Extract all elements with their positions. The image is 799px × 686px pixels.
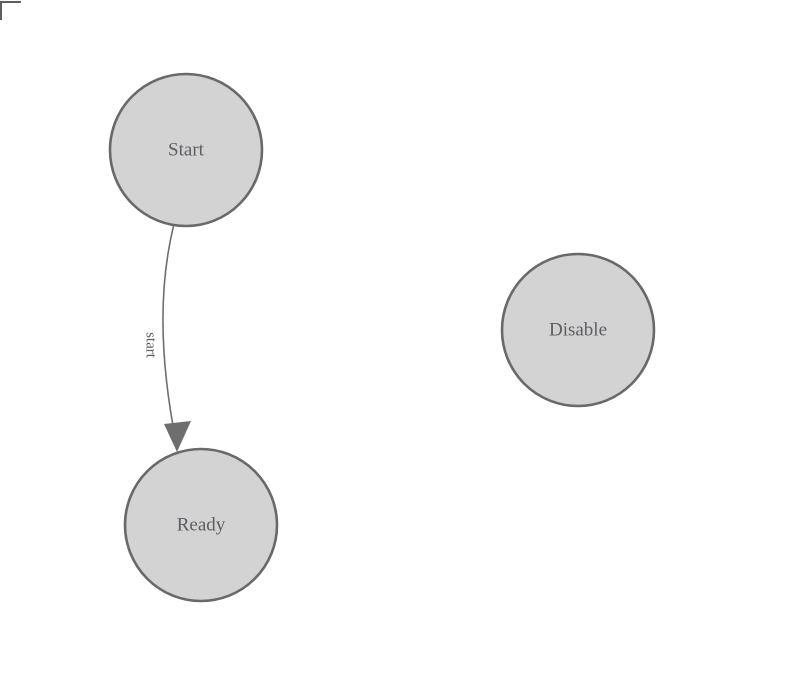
edge-start-to-ready[interactable]: start <box>143 225 191 452</box>
node-ready-label: Ready <box>177 514 226 535</box>
node-start-circle <box>108 72 264 228</box>
arrowhead-icon <box>164 421 191 452</box>
node-disable-label: Disable <box>549 319 607 340</box>
node-ready-circle <box>123 447 279 603</box>
node-disable[interactable]: Disable <box>500 252 656 408</box>
edge-label-start: start <box>143 332 159 359</box>
edge-path <box>162 225 177 443</box>
node-disable-circle <box>500 252 656 408</box>
origin-corner-mark <box>0 1 21 20</box>
node-start-label: Start <box>168 139 205 160</box>
node-ready[interactable]: Ready <box>123 447 279 603</box>
node-start[interactable]: Start <box>108 72 264 228</box>
